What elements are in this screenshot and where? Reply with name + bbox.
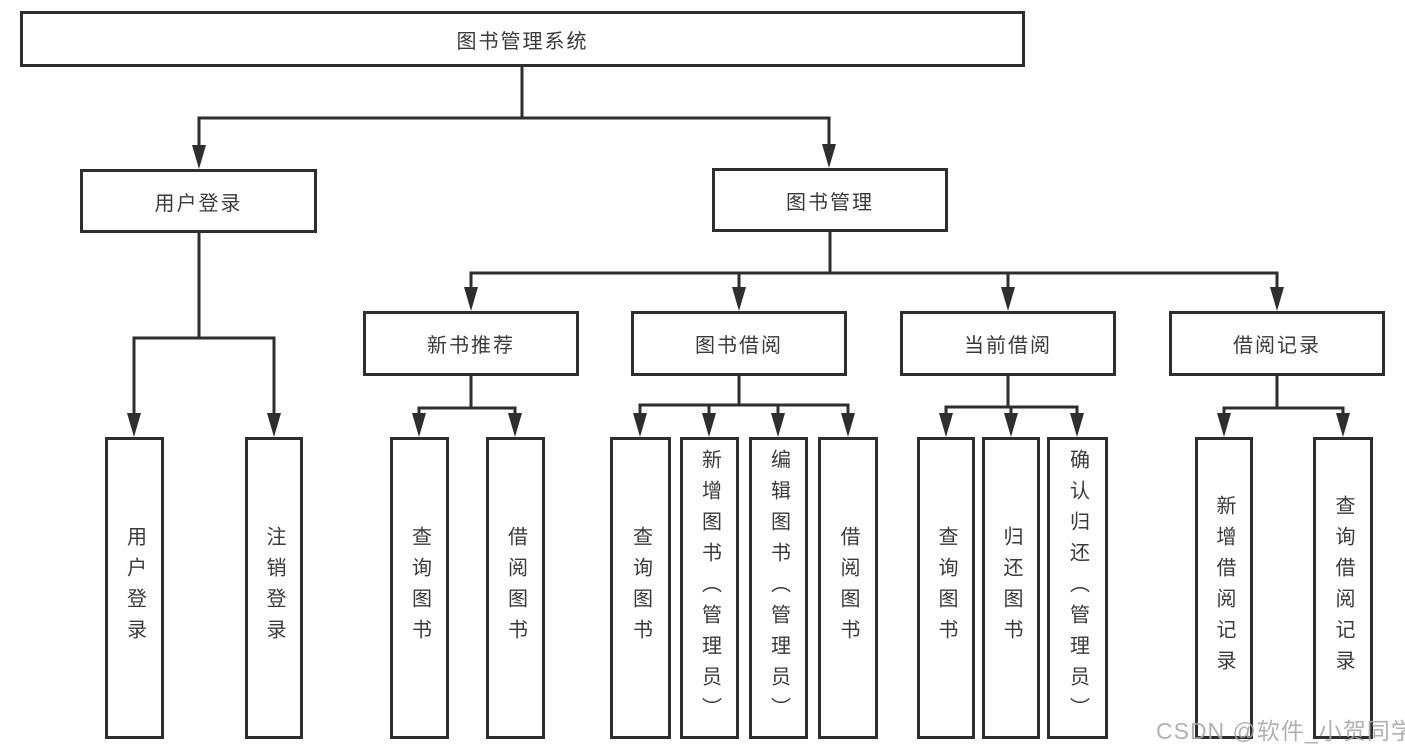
connector-line (638, 374, 850, 419)
leaf-record-add: 新增借阅记录 (1195, 437, 1253, 739)
arrow-down-icon (1217, 413, 1231, 437)
connector-line (417, 374, 517, 419)
node-new-books: 新书推荐 (363, 311, 579, 376)
arrow-down-icon (1004, 413, 1018, 437)
leaf-record-query: 查询借阅记录 (1313, 437, 1373, 739)
leaf-borrow-borrow: 借阅图书 (818, 437, 878, 739)
leaf-borrow-query-label: 查询图书 (629, 526, 652, 650)
leaf-current-confirm-label: 确认归还（管理员） (1066, 448, 1089, 728)
arrow-down-icon (771, 413, 785, 437)
leaf-borrow-add-label: 新增图书（管理员） (698, 448, 721, 728)
leaf-borrow-edit: 编辑图书（管理员） (749, 437, 808, 739)
arrow-down-icon (841, 413, 855, 437)
arrow-down-icon (732, 287, 746, 311)
node-user-login: 用户登录 (80, 169, 317, 233)
leaf-record-query-label: 查询借阅记录 (1332, 495, 1354, 681)
arrow-down-icon (939, 413, 953, 437)
leaf-current-confirm: 确认归还（管理员） (1047, 437, 1108, 739)
arrow-down-icon (1070, 413, 1084, 437)
arrow-down-icon (412, 413, 426, 437)
arrow-down-icon (633, 413, 647, 437)
leaf-logout: 注销登录 (245, 437, 303, 739)
node-current-borrow: 当前借阅 (900, 311, 1116, 376)
node-book-mgmt: 图书管理 (712, 168, 948, 232)
node-user-login-label: 用户登录 (154, 192, 243, 215)
node-borrow-records-label: 借阅记录 (1233, 335, 1321, 357)
arrow-down-icon (464, 287, 478, 311)
arrow-down-icon (127, 413, 141, 437)
leaf-current-query-label: 查询图书 (935, 526, 957, 650)
node-book-mgmt-label: 图书管理 (786, 191, 874, 214)
node-current-borrow-label: 当前借阅 (964, 335, 1052, 357)
arrow-down-icon (1001, 287, 1015, 311)
leaf-borrow-add: 新增图书（管理员） (680, 437, 739, 739)
node-new-books-label: 新书推荐 (427, 335, 515, 357)
connector-line (944, 374, 1079, 419)
csdn-watermark: CSDN @软件_小贺同学 (1156, 718, 1405, 744)
arrow-down-icon (1336, 413, 1350, 437)
leaf-borrow-edit-label: 编辑图书（管理员） (767, 448, 790, 728)
arrow-down-icon (1270, 287, 1284, 311)
arrow-down-icon (192, 145, 206, 169)
connector-line (1222, 374, 1345, 419)
node-root-label: 图书管理系统 (456, 30, 589, 53)
leaf-current-return-label: 归还图书 (1000, 526, 1022, 650)
connector-line (469, 230, 1279, 293)
leaf-newbook-query: 查询图书 (390, 437, 449, 739)
leaf-newbook-query-label: 查询图书 (408, 526, 431, 650)
arrow-down-icon (822, 144, 836, 168)
leaf-newbook-borrow: 借阅图书 (486, 437, 545, 739)
leaf-current-query: 查询图书 (917, 437, 975, 739)
arrow-down-icon (267, 413, 281, 437)
leaf-borrow-query: 查询图书 (610, 437, 671, 739)
leaf-user-login: 用户登录 (105, 437, 164, 739)
connector-line (132, 231, 276, 419)
node-root: 图书管理系统 (20, 11, 1025, 67)
node-borrow-records: 借阅记录 (1169, 311, 1385, 376)
leaf-user-login-label: 用户登录 (123, 526, 146, 650)
leaf-current-return: 归还图书 (982, 437, 1040, 739)
leaf-logout-label: 注销登录 (263, 526, 285, 650)
node-book-borrow: 图书借阅 (631, 311, 847, 376)
leaf-newbook-borrow-label: 借阅图书 (504, 526, 527, 650)
leaf-record-add-label: 新增借阅记录 (1213, 495, 1235, 681)
node-book-borrow-label: 图书借阅 (695, 335, 783, 357)
arrow-down-icon (702, 413, 716, 437)
arrow-down-icon (508, 413, 522, 437)
connector-line (197, 65, 831, 151)
leaf-borrow-borrow-label: 借阅图书 (837, 526, 859, 650)
